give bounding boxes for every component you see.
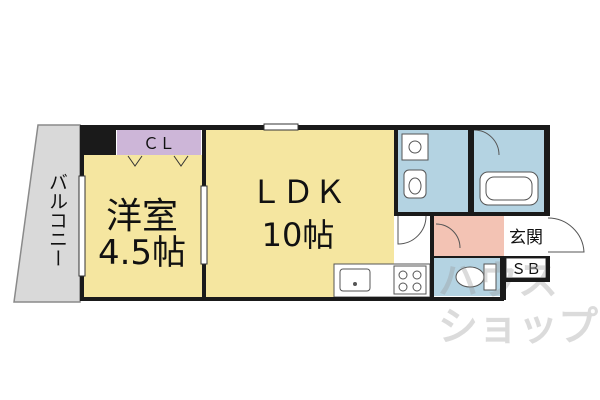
balcony-area: [13, 124, 81, 303]
hall-door-swing: [397, 215, 427, 245]
sink-icon: [339, 268, 371, 292]
genkan: [506, 216, 546, 256]
bathtub-icon: [479, 171, 539, 206]
toilet-door-swing: [435, 223, 461, 249]
washing-machine-icon: [401, 133, 429, 161]
balcony-window: [78, 175, 86, 277]
stove-icon: [393, 265, 427, 295]
balcony-label: バルコニー: [46, 173, 68, 268]
western-room-size: 4.5帖: [98, 233, 186, 273]
washbasin-icon: [403, 169, 427, 199]
closet: [117, 130, 201, 155]
toilet-icon: [455, 266, 485, 288]
closet-door-right: [173, 155, 189, 167]
front-door-swing: [547, 217, 585, 253]
ldk-size: 10帖: [262, 216, 335, 254]
entrance-label: 玄関: [509, 228, 543, 248]
closet-label: ＣＬ: [143, 134, 175, 153]
shoe-box-label: ＳＢ: [511, 260, 541, 278]
western-room-name: 洋室: [106, 196, 178, 237]
svg-text:ショップ: ショップ: [438, 304, 598, 350]
western-ldk-opening: [200, 185, 208, 265]
entrance-hall: [434, 216, 504, 256]
bathroom-door-swing: [473, 129, 500, 156]
closet-door-left: [127, 155, 143, 167]
watermark-logo: ハウス ショップ: [438, 258, 598, 350]
ldk-window: [263, 123, 299, 131]
ldk-name: ＬＤＫ: [250, 173, 346, 211]
western-room: [84, 155, 202, 297]
